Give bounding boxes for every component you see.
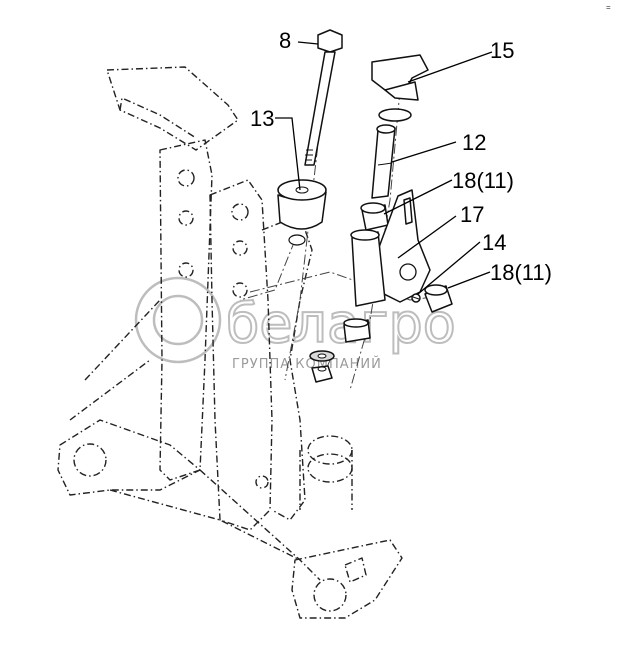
frame-assembly-outline — [57, 66, 403, 619]
part-13-bush — [277, 179, 327, 246]
callout-18-11-lower: 18(11) — [490, 260, 552, 285]
callout-15: 15 — [490, 38, 514, 63]
callout-18-11-upper: 18(11) — [452, 168, 514, 193]
part-12-pin — [371, 124, 396, 199]
part-18-bushing-upper — [360, 202, 389, 231]
callout-14: 14 — [482, 230, 506, 255]
corner-mark: = — [606, 3, 611, 12]
part-18-bushing-lower — [424, 284, 453, 313]
part-14-grease-nipple — [411, 293, 421, 303]
part-washer-and-nuts — [309, 350, 335, 383]
watermark-brand: белагро — [226, 292, 456, 355]
part-8-bolt — [304, 29, 343, 166]
part-15-clip — [371, 54, 429, 122]
part-17-arm — [350, 189, 431, 307]
part-lower-bushing — [343, 318, 371, 343]
watermark-logo-inner — [152, 294, 204, 346]
callout-leaders — [275, 41, 493, 295]
callout-8: 8 — [279, 28, 291, 53]
callout-labels: 8 13 15 12 18(11) 17 14 18(11) — [250, 28, 552, 285]
callout-13: 13 — [250, 106, 274, 131]
callout-12: 12 — [462, 130, 486, 155]
callout-17: 17 — [460, 202, 484, 227]
watermark-logo-ring — [134, 276, 222, 364]
watermark-subtitle: ГРУППА КОМПАНИЙ — [232, 356, 382, 372]
